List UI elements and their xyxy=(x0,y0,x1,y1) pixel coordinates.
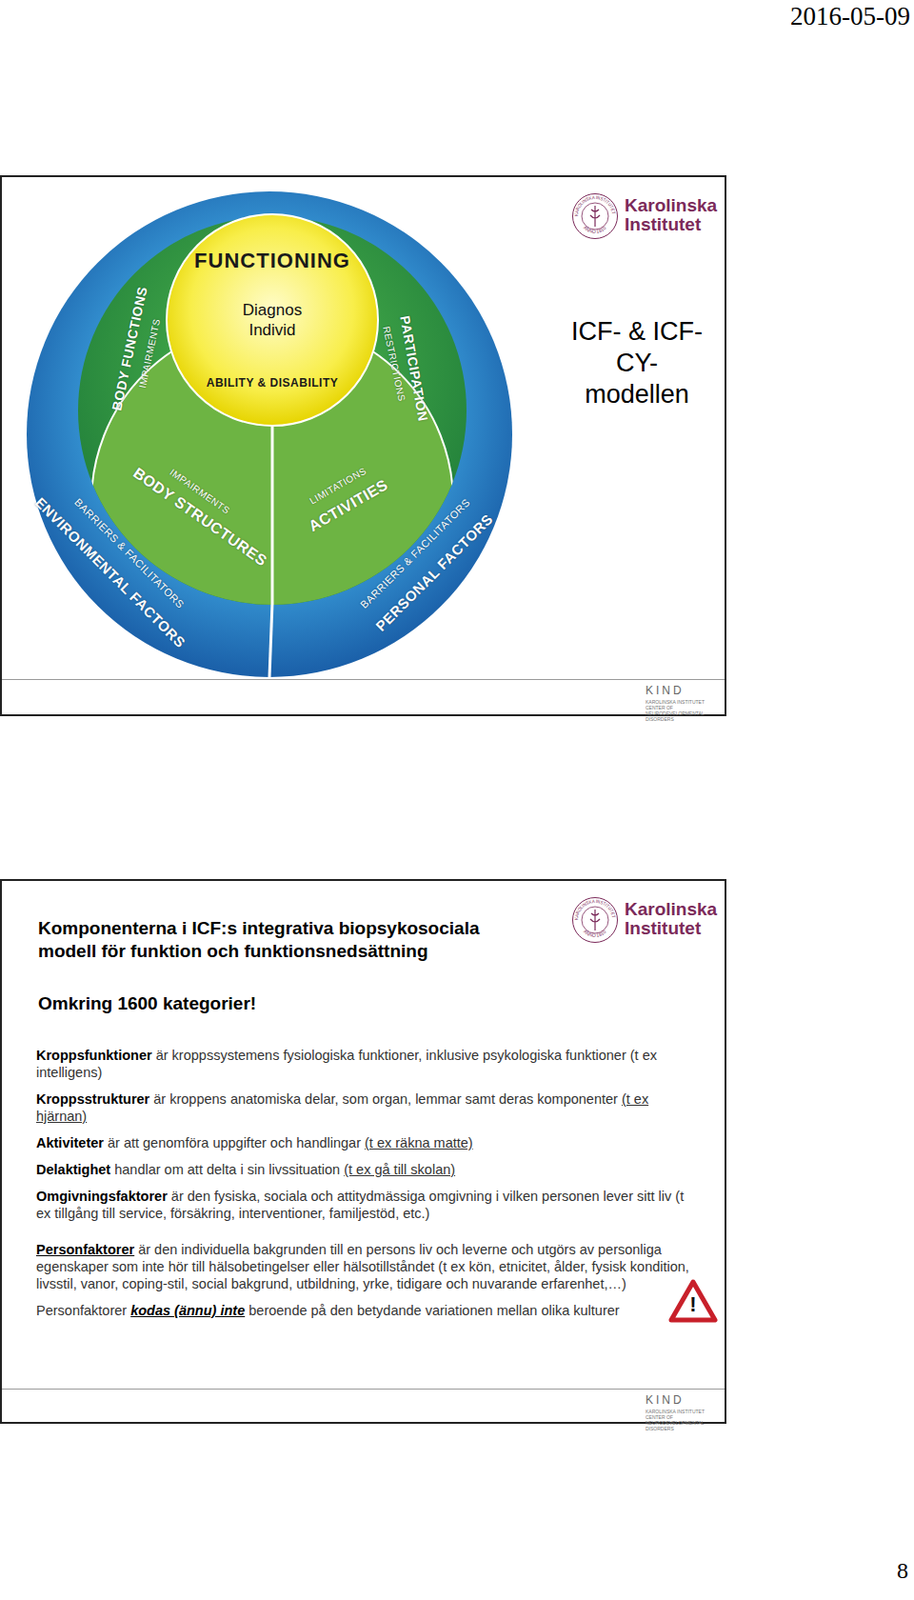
slide-frame: BARRIERS & FACILITATORSENVIRONMENTAL FAC… xyxy=(0,175,727,716)
footer-rule xyxy=(1,1388,725,1390)
slide-subheading: Omkring 1600 kategorier! xyxy=(38,993,257,1014)
svg-text:KAROLINSKA INSTITUTET: KAROLINSKA INSTITUTET xyxy=(573,897,617,920)
svg-text:ANNO 1810: ANNO 1810 xyxy=(582,928,608,938)
svg-text:KAROLINSKA INSTITUTET: KAROLINSKA INSTITUTET xyxy=(573,194,617,217)
footer-logo: KIND xyxy=(645,683,685,697)
term: Omgivningsfaktorer xyxy=(36,1188,168,1204)
inner-circle: FUNCTIONING Diagnos IndividABILITY & DISA… xyxy=(165,213,379,427)
middle-circle: IMPAIRMENTSBODY FUNCTIONSRESTRICTIONSPAR… xyxy=(78,216,467,605)
term: Personfaktorer xyxy=(36,1241,135,1257)
paragraph: Delaktighethandlar om att delta i sin li… xyxy=(36,1160,696,1178)
university-seal: KAROLINSKA INSTITUTET ANNO 1810 xyxy=(571,895,619,944)
slide-heading: Komponenterna i ICF:s integrativa biopsy… xyxy=(38,916,486,963)
date-stamp: 2016-05-09 xyxy=(790,1,911,32)
footer-rule xyxy=(1,678,725,680)
slide-title: ICF- & ICF-CY- modellen xyxy=(569,316,705,411)
paragraph: Personfaktorerkodas (ännu) inteberoende … xyxy=(36,1301,696,1319)
logo-text: Karolinska Institutet xyxy=(624,196,725,235)
slide-frame: KAROLINSKA INSTITUTET ANNO 1810 Karolinska… xyxy=(0,878,727,1424)
definition: är kroppens anatomiska delar, som organ,… xyxy=(153,1091,618,1107)
term: Delaktighet xyxy=(36,1161,111,1177)
definition: (t ex räkna matte) xyxy=(364,1134,474,1151)
svg-text:ANNO 1810: ANNO 1810 xyxy=(582,224,608,235)
paragraph: Kroppsstrukturerär kroppens anatomiska d… xyxy=(36,1090,696,1125)
seal-text: KAROLINSKA INSTITUTET xyxy=(573,897,617,920)
definition: (t ex gå till skolan) xyxy=(343,1161,456,1177)
term: Aktiviteter xyxy=(36,1134,104,1151)
circle-subheading: ABILITY & DISABILITY xyxy=(206,376,338,390)
footer-logo: KIND xyxy=(645,1392,685,1407)
definition: beroende på den betydande variationen me… xyxy=(248,1302,619,1318)
term: Kroppsfunktioner xyxy=(36,1047,153,1063)
warning-mark: ! xyxy=(668,1291,718,1317)
seal-text: ANNO 1810 xyxy=(582,928,608,938)
outer-circle: BARRIERS & FACILITATORSENVIRONMENTAL FAC… xyxy=(24,189,515,679)
text-column: Kroppsfunktionerär kroppssystemens fysio… xyxy=(36,1046,696,1329)
term: kodas (ännu) inte xyxy=(130,1302,245,1318)
circle-heading: FUNCTIONING xyxy=(194,248,351,274)
circle-shape xyxy=(165,213,379,427)
logo-text: Karolinska Institutet xyxy=(624,899,725,938)
paragraph: Aktiviteterär att genomföra uppgifter oc… xyxy=(36,1133,696,1152)
paragraph: Personfaktorerär den individuella bakgru… xyxy=(36,1240,696,1292)
page-number: 8 xyxy=(896,1557,909,1584)
paragraph: Omgivningsfaktorerär den fysiska, social… xyxy=(36,1187,696,1222)
seal-text: KAROLINSKA INSTITUTET xyxy=(573,194,617,217)
seal-text: ANNO 1810 xyxy=(582,224,608,235)
footer-logo-text: KAROLINSKA INSTITUTET CENTER OF NEURODEV… xyxy=(645,698,720,722)
definition: är att genomföra uppgifter och handlinga… xyxy=(107,1134,361,1151)
paragraph: Kroppsfunktionerär kroppssystemens fysio… xyxy=(36,1046,696,1081)
definition: handlar om att delta i sin livssituation xyxy=(114,1161,340,1177)
definition: är kroppssystemens fysiologiska funktion… xyxy=(156,1047,627,1063)
term: Kroppsstrukturer xyxy=(36,1091,150,1107)
university-seal: KAROLINSKA INSTITUTET ANNO 1810 xyxy=(571,192,619,240)
footer-logo-text: KAROLINSKA INSTITUTET CENTER OF NEURODEV… xyxy=(645,1408,720,1431)
circle-label: Diagnos Individ xyxy=(229,299,316,340)
definition: Personfaktorer xyxy=(36,1302,127,1318)
